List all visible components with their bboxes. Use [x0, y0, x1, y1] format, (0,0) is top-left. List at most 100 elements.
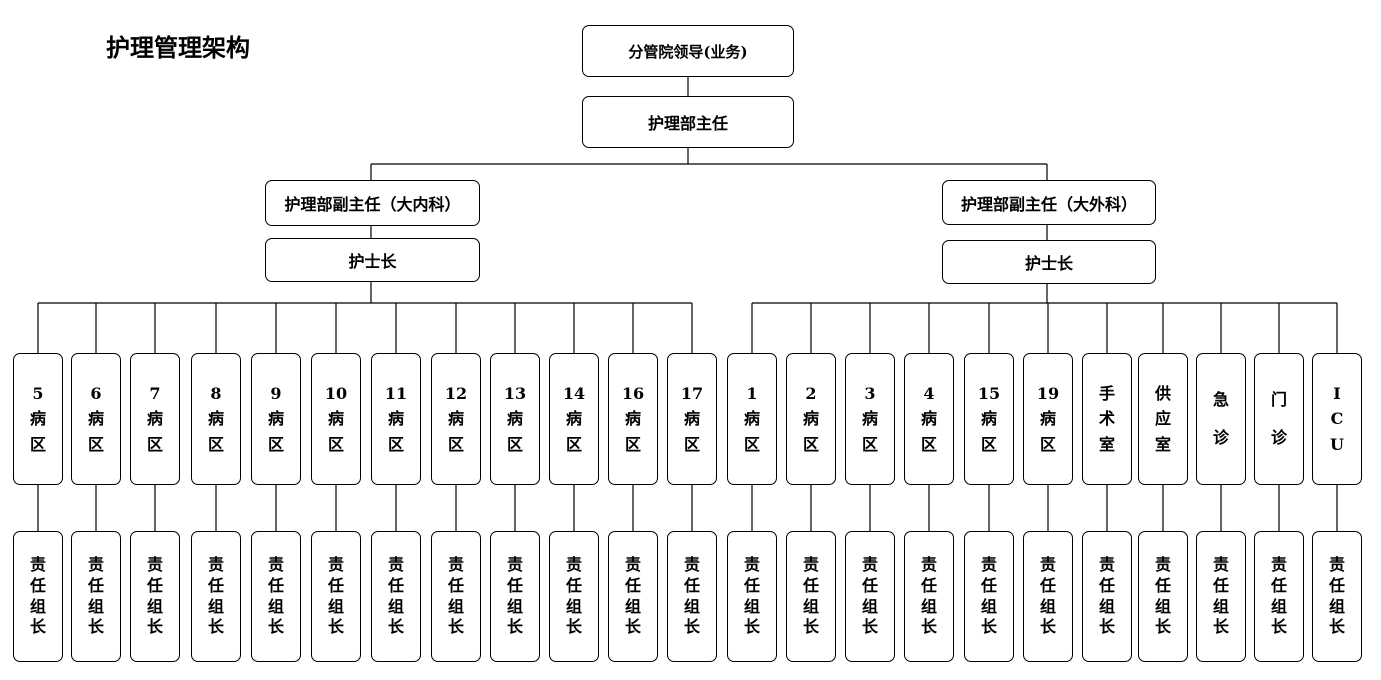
ward-number: 15 — [977, 383, 1001, 403]
ward-name-char: 区 — [565, 434, 582, 454]
ward-name-char: 病 — [387, 409, 404, 429]
team-leader-label: 责任组长 — [624, 554, 641, 637]
team-leader-box: 责任组长 — [1138, 531, 1188, 662]
team-leader-box: 责任组长 — [727, 531, 777, 662]
team-leader-label: 责任组长 — [743, 554, 760, 637]
ward-number: 1 — [746, 383, 758, 403]
team-leader-label: 责任组长 — [1098, 554, 1115, 637]
ward-name-char: 区 — [506, 434, 523, 454]
ward-number: 19 — [1036, 383, 1060, 403]
team-leader-box: 责任组长 — [845, 531, 895, 662]
team-leader-box: 责任组长 — [1082, 531, 1132, 662]
ward-box: 11 病区 — [371, 353, 421, 485]
ward-name-char: 区 — [207, 434, 224, 454]
ward-name-char: 病 — [447, 409, 464, 429]
ward-number: 10 — [324, 383, 348, 403]
team-leader-box: 责任组长 — [431, 531, 481, 662]
team-leader-label: 责任组长 — [207, 554, 224, 637]
team-leader-label: 责任组长 — [506, 554, 523, 637]
ward-name-char: 区 — [387, 434, 404, 454]
team-leader-label: 责任组长 — [447, 554, 464, 637]
ward-name-char: 手 — [1098, 383, 1115, 403]
team-leader-box: 责任组长 — [251, 531, 301, 662]
ward-name-char: 门 — [1270, 390, 1287, 410]
ward-name-char: 诊 — [1270, 428, 1287, 447]
ward-label: 5 病区 — [30, 381, 46, 458]
ward-number: 5 — [32, 383, 44, 403]
ward-label: 急诊 — [1213, 381, 1229, 456]
ward-number: 8 — [210, 383, 222, 403]
ward-name-char: 诊 — [1212, 428, 1229, 447]
team-leader-box: 责任组长 — [490, 531, 540, 662]
team-leader-box: 责任组长 — [549, 531, 599, 662]
ward-number: 4 — [923, 383, 935, 403]
ward-box: 19 病区 — [1023, 353, 1073, 485]
team-leader-label: 责任组长 — [1270, 554, 1287, 637]
ward-name-char: 区 — [327, 434, 344, 454]
ward-number: 17 — [680, 383, 704, 403]
ward-name-char: 区 — [146, 434, 163, 454]
ward-name-char: 区 — [267, 434, 284, 454]
team-leader-label: 责任组长 — [565, 554, 582, 637]
ward-name-char: 区 — [1039, 434, 1056, 454]
ward-name-char: 病 — [29, 409, 46, 429]
ward-number: 11 — [384, 383, 408, 403]
ward-name-char: 区 — [447, 434, 464, 454]
ward-name-char: 区 — [802, 434, 819, 454]
ward-label: 手术室 — [1099, 381, 1115, 458]
ward-name-char: 区 — [624, 434, 641, 454]
head-nurse-internal-box: 护士长 — [265, 238, 480, 282]
team-leader-label: 责任组长 — [1039, 554, 1056, 637]
team-leader-label: 责任组长 — [980, 554, 997, 637]
ward-name-char: 区 — [683, 434, 700, 454]
team-leader-label: 责任组长 — [327, 554, 344, 637]
team-leader-label: 责任组长 — [920, 554, 937, 637]
head-nurse-surgery-box: 护士长 — [942, 240, 1156, 284]
team-leader-box: 责任组长 — [191, 531, 241, 662]
ward-name-char: 病 — [920, 409, 937, 429]
ward-name-char: 病 — [802, 409, 819, 429]
ward-name-char: 病 — [267, 409, 284, 429]
team-leader-label: 责任组长 — [1154, 554, 1171, 637]
team-leader-label: 责任组长 — [802, 554, 819, 637]
ward-name-char: 病 — [861, 409, 878, 429]
team-leader-label: 责任组长 — [861, 554, 878, 637]
ward-name-char: 急 — [1212, 390, 1229, 410]
ward-number: 16 — [621, 383, 645, 403]
team-leader-box: 责任组长 — [1254, 531, 1304, 662]
team-leader-box: 责任组长 — [667, 531, 717, 662]
team-leader-box: 责任组长 — [904, 531, 954, 662]
ward-name-char: 病 — [1039, 409, 1056, 429]
ward-box: 手术室 — [1082, 353, 1132, 485]
ward-name-char: 病 — [743, 409, 760, 429]
ward-name-char: 病 — [146, 409, 163, 429]
ward-box: 5 病区 — [13, 353, 63, 485]
ward-name-char: 区 — [29, 434, 46, 454]
team-leader-box: 责任组长 — [130, 531, 180, 662]
ward-box: 急诊 — [1196, 353, 1246, 485]
team-leader-label: 责任组长 — [387, 554, 404, 637]
ward-name-char: 病 — [980, 409, 997, 429]
